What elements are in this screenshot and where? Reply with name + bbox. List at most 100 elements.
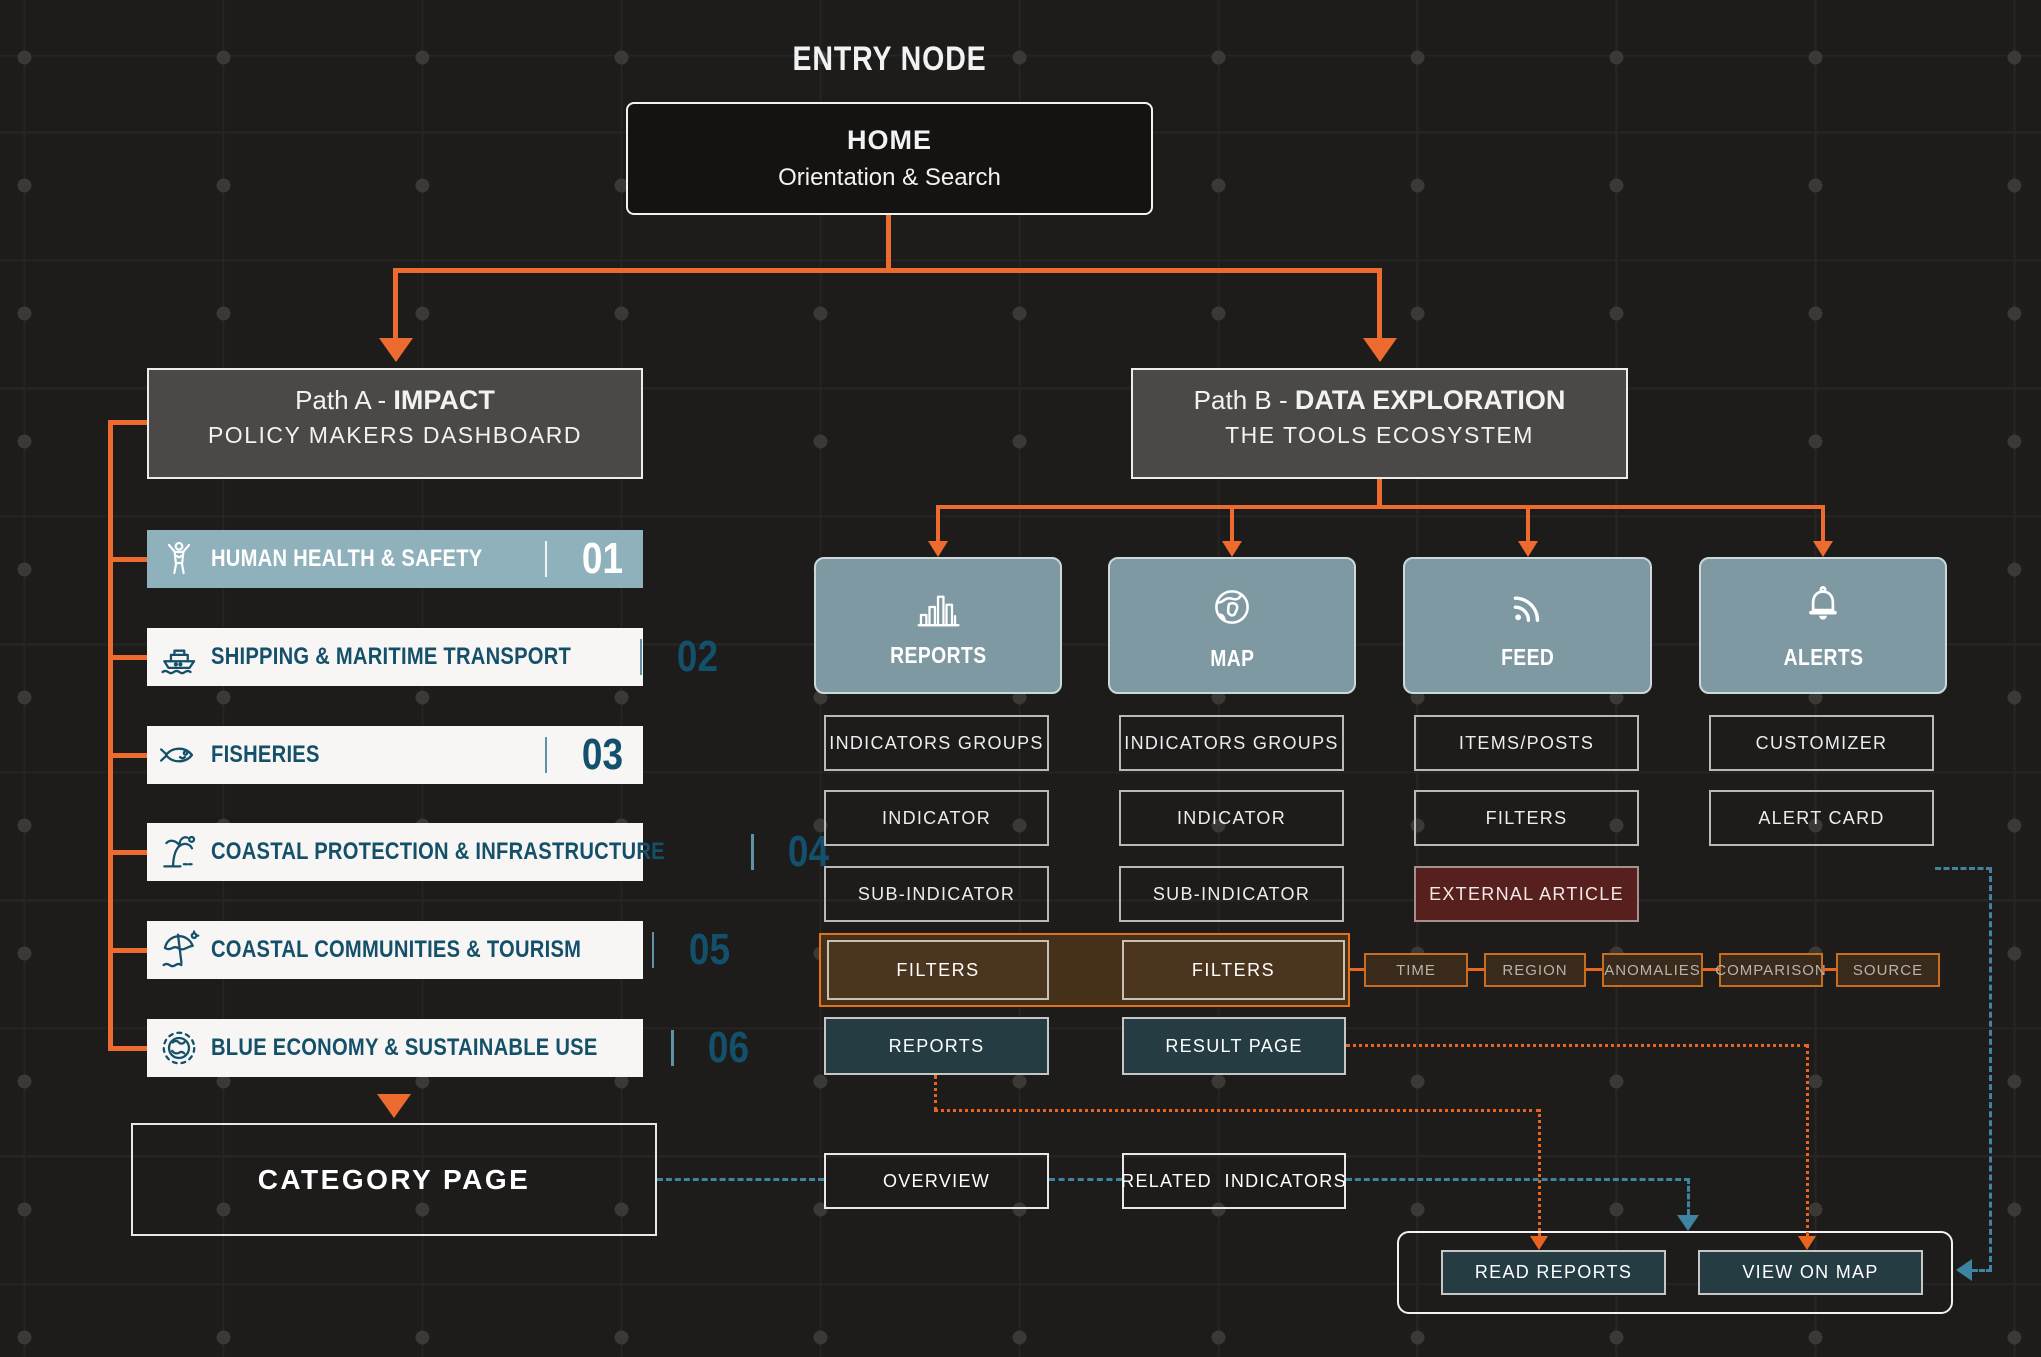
arrow-to-view-on-map	[1798, 1236, 1816, 1250]
node-alerts-customizer: CUSTOMIZER	[1709, 715, 1934, 771]
arrow-to-read-reports	[1530, 1236, 1548, 1250]
path-b-subtitle: THE TOOLS ECOSYSTEM	[1225, 421, 1534, 448]
bracket-stub-1	[108, 557, 147, 562]
category-item-fisheries: FISHERIES 03	[147, 726, 643, 784]
bell-icon	[1796, 580, 1850, 634]
bracket-stub-path-a	[108, 420, 147, 425]
bracket-stub-3	[108, 753, 147, 758]
rss-icon	[1501, 580, 1555, 634]
node-alerts-alert-card: ALERT CARD	[1709, 790, 1934, 846]
path-a-subtitle: POLICY MAKERS DASHBOARD	[207, 421, 583, 448]
flow-alert-card-right	[1935, 867, 1992, 870]
path-b-node: Path B - DATA EXPLORATION THE TOOLS ECOS…	[1131, 368, 1628, 479]
chip-region: REGION	[1484, 953, 1586, 987]
chip-comparison: COMPARISON	[1715, 953, 1826, 987]
arrow-to-path-a	[379, 338, 413, 362]
flow-related-drop	[1687, 1178, 1690, 1215]
divider	[544, 737, 547, 773]
node-map-indicator: INDICATOR	[1119, 790, 1344, 846]
flow-reports-down	[934, 1075, 937, 1111]
arrow-to-reports	[928, 541, 948, 557]
arrow-to-feed	[1518, 541, 1538, 557]
connector-path-b-drop	[1377, 268, 1382, 340]
person-icon	[147, 539, 211, 579]
node-read-reports: READ REPORTS	[1441, 1250, 1666, 1295]
category-item-human-health-safety: HUMAN HEALTH & SAFETY 01	[147, 530, 643, 588]
flow-result-right	[1346, 1044, 1808, 1047]
node-reports-indicator: INDICATOR	[824, 790, 1049, 846]
home-subtitle: Orientation & Search	[778, 164, 1001, 191]
palm-tree-icon	[147, 831, 211, 873]
arrow-to-map	[1222, 541, 1242, 557]
arrow-to-path-b	[1363, 338, 1397, 362]
connector-home-split	[393, 268, 1381, 273]
bracket-stub-5	[108, 948, 147, 953]
chip-connector-3	[1703, 968, 1719, 971]
fish-icon	[147, 734, 211, 776]
node-map-sub-indicator: SUB-INDICATOR	[1119, 866, 1344, 922]
connector-alerts-drop	[1821, 505, 1825, 541]
node-reports-sub-indicator: SUB-INDICATOR	[824, 866, 1049, 922]
node-filters-reports: FILTERS	[827, 940, 1049, 1000]
globe-map-icon	[1204, 579, 1260, 635]
connector-path-a-drop	[393, 268, 398, 340]
tool-tile-alerts: ALERTS	[1699, 557, 1947, 694]
category-item-shipping-maritime: SHIPPING & MARITIME TRANSPORT 02	[147, 628, 718, 686]
home-title: HOME	[847, 125, 932, 155]
flow-result-drop	[1806, 1044, 1809, 1236]
node-map-indicators-groups: INDICATORS GROUPS	[1119, 715, 1344, 771]
chip-source: SOURCE	[1836, 953, 1940, 987]
flow-related-right	[1346, 1178, 1690, 1181]
bracket-stub-2	[108, 655, 147, 660]
node-filters-map: FILTERS	[1122, 940, 1345, 1000]
flow-alert-card-drop	[1989, 867, 1992, 1271]
bracket-stub-6	[108, 1046, 147, 1051]
arrow-alert-to-actions	[1956, 1259, 1972, 1281]
node-feed-filters: FILTERS	[1414, 790, 1639, 846]
beach-umbrella-icon	[147, 929, 211, 971]
node-view-on-map: VIEW ON MAP	[1698, 1250, 1923, 1295]
connector-tools-split	[936, 505, 1825, 509]
chip-time: TIME	[1364, 953, 1468, 987]
node-reports-indicators-groups: INDICATORS GROUPS	[824, 715, 1049, 771]
divider	[544, 541, 547, 577]
connector-reports-drop	[936, 505, 940, 541]
divider	[651, 932, 655, 968]
diagram-title: ENTRY NODE	[792, 39, 987, 78]
node-feed-items-posts: ITEMS/POSTS	[1414, 715, 1639, 771]
flow-alert-card-left	[1972, 1269, 1992, 1272]
home-node: HOME Orientation & Search	[626, 102, 1153, 215]
tool-tile-map: MAP	[1108, 557, 1356, 694]
bar-chart-icon	[909, 582, 967, 632]
flow-category-to-overview	[657, 1178, 824, 1181]
ship-icon	[147, 636, 211, 678]
flow-reports-drop	[1538, 1109, 1541, 1236]
arrow-to-category-page	[377, 1094, 411, 1118]
divider	[751, 834, 754, 870]
connector-path-b-stem	[1377, 479, 1382, 507]
category-item-blue-economy: BLUE ECONOMY & SUSTAINABLE USE 06	[147, 1019, 749, 1077]
tool-tile-feed: FEED	[1403, 557, 1652, 694]
connector-home-down	[886, 215, 891, 270]
category-item-coastal-protection: COASTAL PROTECTION & INFRASTRUCTURE 04	[147, 823, 829, 881]
bracket-vertical	[108, 420, 113, 1050]
chip-connector-0	[1350, 968, 1364, 971]
chip-connector-1	[1468, 968, 1484, 971]
node-reports-page: REPORTS	[824, 1017, 1049, 1075]
node-result-page: RESULT PAGE	[1122, 1017, 1346, 1075]
connector-feed-drop	[1526, 505, 1530, 541]
path-a-node: Path A - IMPACT POLICY MAKERS DASHBOARD	[147, 368, 643, 479]
globe-icon	[147, 1027, 211, 1069]
connector-map-drop	[1230, 505, 1234, 541]
flow-reports-right	[934, 1109, 1540, 1112]
divider	[671, 1030, 674, 1066]
divider	[639, 639, 643, 675]
tool-tile-reports: REPORTS	[814, 557, 1062, 694]
flow-overview-to-related	[1049, 1178, 1122, 1181]
path-a-title: Path A - IMPACT	[295, 384, 495, 415]
arrow-related-to-actions	[1677, 1215, 1699, 1231]
chip-connector-2	[1586, 968, 1602, 971]
path-b-title: Path B - DATA EXPLORATION	[1193, 384, 1566, 415]
arrow-to-alerts	[1813, 541, 1833, 557]
